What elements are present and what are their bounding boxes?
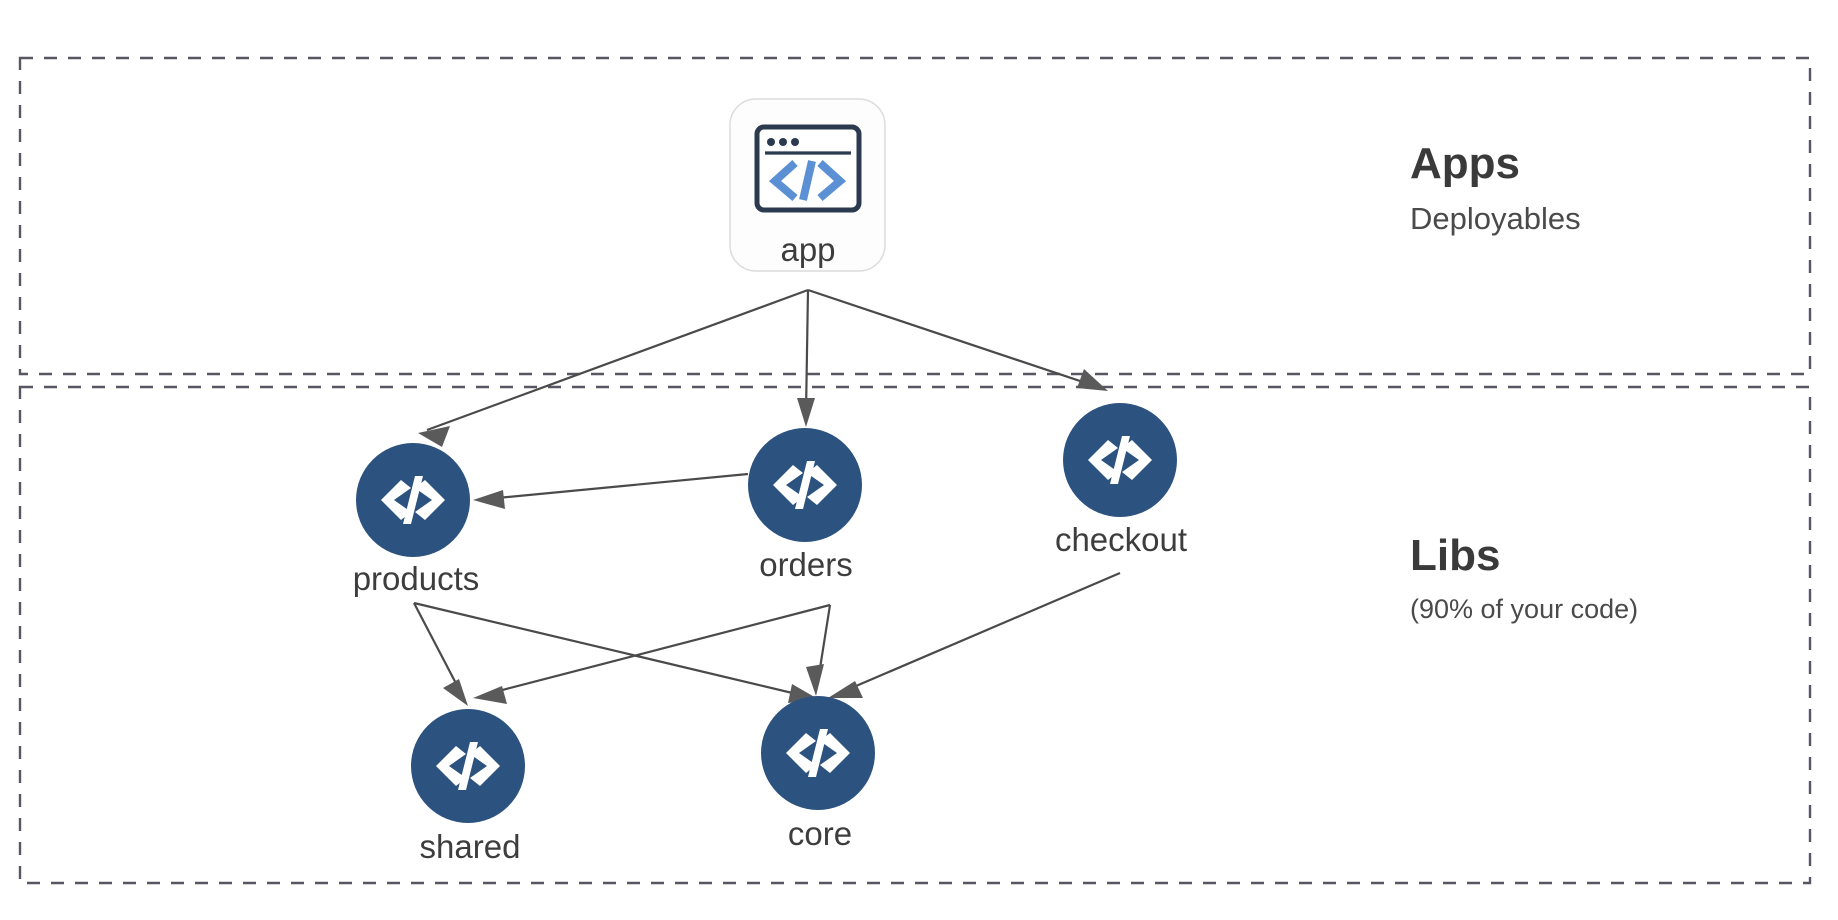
edge-orders-products bbox=[473, 472, 749, 509]
edge-products-core bbox=[413, 601, 818, 703]
edge-orders-shared bbox=[473, 603, 831, 704]
code-brackets-icon-left-angle bbox=[773, 465, 803, 505]
edge-products-shared-line bbox=[413, 602, 462, 694]
zone-libs-subtitle: (90% of your code) bbox=[1410, 594, 1638, 624]
node-shared-label: shared bbox=[420, 828, 521, 865]
edge-app-orders bbox=[797, 289, 815, 427]
code-window-icon-brackets bbox=[768, 160, 847, 202]
code-brackets-icon-right-angle bbox=[820, 733, 850, 773]
edge-app-checkout bbox=[807, 288, 1108, 391]
node-orders-label: orders bbox=[759, 546, 853, 583]
edge-orders-products-line bbox=[486, 472, 749, 501]
code-brackets-icon-right-angle bbox=[1122, 440, 1152, 480]
edge-app-checkout-arrowhead bbox=[1077, 369, 1108, 391]
edge-checkout-core-line bbox=[841, 571, 1121, 694]
code-brackets-icon bbox=[773, 461, 837, 509]
zone-apps-subtitle: Deployables bbox=[1410, 201, 1581, 236]
code-brackets-icon-left-angle bbox=[381, 480, 411, 520]
edge-app-products-arrowhead bbox=[418, 426, 450, 447]
code-window-icon-dot-1 bbox=[767, 138, 775, 146]
edge-app-checkout-line bbox=[807, 288, 1099, 389]
edge-products-shared-arrowhead bbox=[443, 679, 468, 706]
code-window-icon bbox=[754, 124, 862, 213]
zone-apps-title: Apps bbox=[1410, 139, 1520, 188]
edge-app-orders-arrowhead bbox=[797, 398, 815, 427]
edges-layer bbox=[413, 288, 1121, 706]
edge-orders-core-arrowhead bbox=[806, 664, 824, 696]
edge-orders-shared-line bbox=[486, 603, 831, 696]
zone-apps-group: Apps Deployables bbox=[18, 56, 1812, 376]
code-brackets-icon-left-angle bbox=[786, 733, 816, 773]
edge-orders-core bbox=[806, 604, 832, 696]
node-core-label: core bbox=[788, 815, 852, 852]
code-window-icon-dot-3 bbox=[791, 138, 799, 146]
code-window-icon-dot-2 bbox=[779, 138, 787, 146]
edge-orders-shared-arrowhead bbox=[473, 686, 507, 704]
code-window-icon-right-angle bbox=[817, 160, 847, 202]
code-brackets-icon-left-angle bbox=[1088, 440, 1118, 480]
edge-checkout-core-arrowhead bbox=[828, 681, 863, 698]
code-brackets-icon-right-angle bbox=[415, 480, 445, 520]
edge-checkout-core bbox=[828, 571, 1121, 698]
node-products[interactable]: products bbox=[353, 443, 480, 597]
node-checkout-label: checkout bbox=[1055, 521, 1187, 558]
node-orders[interactable]: orders bbox=[748, 428, 862, 583]
node-shared[interactable]: shared bbox=[411, 709, 525, 865]
zone-apps-border bbox=[18, 56, 1812, 376]
edge-products-shared bbox=[413, 602, 468, 706]
edge-app-orders-line bbox=[804, 289, 810, 414]
node-products-label: products bbox=[353, 560, 480, 597]
code-brackets-icon bbox=[381, 476, 445, 524]
node-core[interactable]: core bbox=[761, 696, 875, 852]
code-brackets-icon bbox=[1088, 436, 1152, 484]
edge-products-core-line bbox=[413, 601, 806, 698]
edge-app-products bbox=[418, 288, 809, 447]
code-brackets-icon-right-angle bbox=[807, 465, 837, 505]
edge-orders-products-arrowhead bbox=[473, 490, 505, 509]
code-window-icon-slash bbox=[799, 160, 816, 201]
code-window-icon-left-angle bbox=[768, 160, 798, 202]
node-app[interactable]: app bbox=[729, 98, 886, 272]
zone-libs-title: Libs bbox=[1410, 531, 1500, 580]
edge-app-products-line bbox=[426, 288, 809, 432]
code-brackets-icon bbox=[436, 742, 500, 790]
node-checkout[interactable]: checkout bbox=[1055, 403, 1187, 558]
zone-libs-group: Libs (90% of your code) bbox=[18, 385, 1812, 885]
node-app-label: app bbox=[780, 231, 835, 268]
code-brackets-icon-left-angle bbox=[436, 746, 466, 786]
zone-libs-border bbox=[18, 385, 1812, 885]
code-brackets-icon bbox=[786, 729, 850, 777]
code-brackets-icon-right-angle bbox=[470, 746, 500, 786]
